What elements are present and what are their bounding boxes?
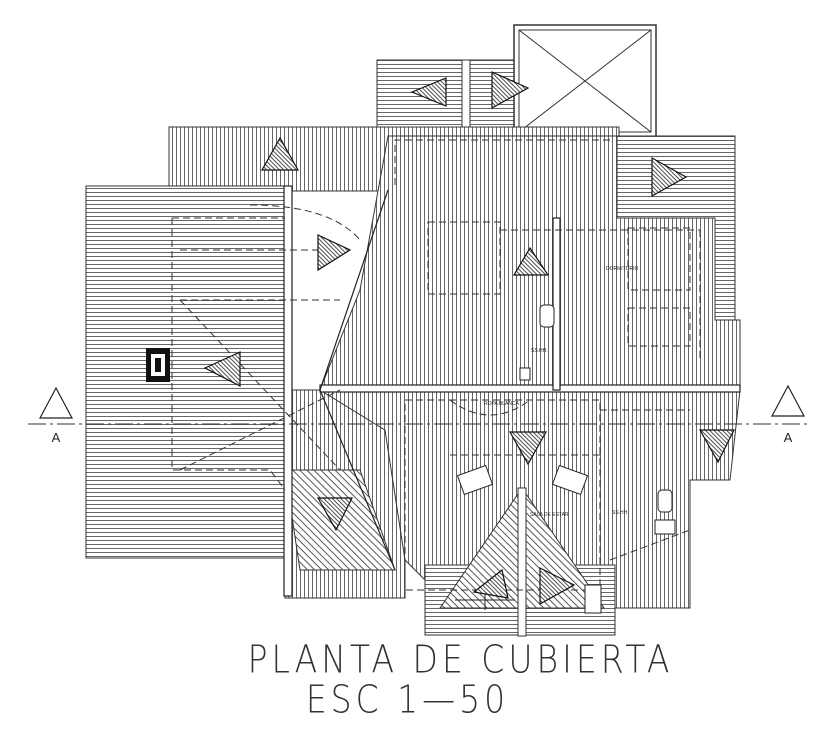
room-label-sshh-upper: SS.HH. [531, 348, 548, 354]
skylight-void [513, 24, 657, 138]
section-marker-right: A [771, 384, 805, 445]
interior-outline [171, 139, 701, 591]
section-marker-left-label: A [52, 430, 61, 445]
fixtures [455, 304, 676, 614]
drawing-scale: ESC 1—50 [305, 677, 510, 722]
room-label-sala: SALA DE ESTAR [530, 512, 569, 518]
room-label-ropa-blanca: ROPA BLANCA [484, 401, 520, 407]
roof-block-left [85, 185, 291, 559]
drawing-title: PLANTA DE CUBIERTA [247, 637, 674, 682]
chimney [146, 348, 170, 382]
room-label-dormitorio: DORMITORIO [606, 266, 639, 272]
ridge-lines [283, 185, 741, 597]
section-marker-left: A [39, 386, 73, 445]
section-marker-right-label: A [784, 430, 793, 445]
room-label-sshh-right: SS.HH. [612, 510, 629, 516]
slope-arrows [203, 71, 735, 606]
